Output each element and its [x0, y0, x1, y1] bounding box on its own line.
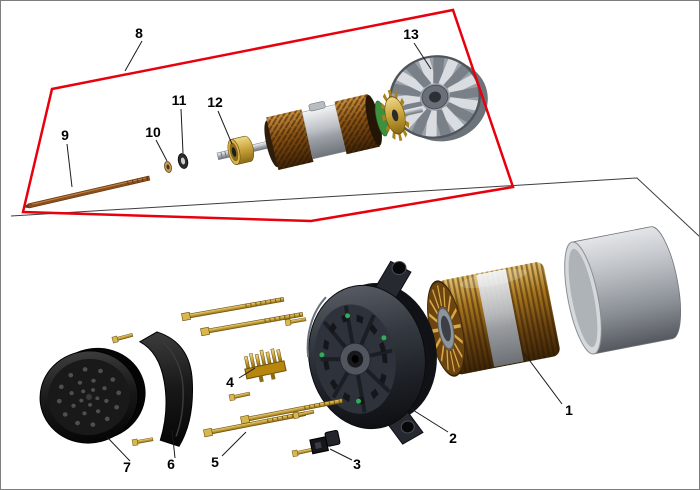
brush-holder	[309, 429, 341, 455]
part-label-4: 4	[226, 374, 234, 390]
leader-10	[155, 139, 168, 162]
leader-9	[66, 143, 73, 188]
part-label-7: 7	[123, 459, 131, 475]
part-label-3: 3	[353, 456, 361, 472]
leader-11	[180, 108, 184, 154]
perspective-box-lines	[10, 177, 699, 237]
part-label-8: 8	[135, 25, 143, 41]
part-label-6: 6	[167, 456, 175, 472]
stator	[427, 262, 560, 377]
part-label-2: 2	[449, 430, 457, 446]
cover-plate	[138, 331, 194, 447]
part-label-11: 11	[171, 92, 187, 108]
leader-lines	[66, 40, 563, 462]
housing-screw-dots	[319, 313, 387, 404]
cooling-fan	[388, 54, 488, 142]
bearing	[227, 135, 255, 166]
part-label-1: 1	[565, 402, 573, 418]
part-label-5: 5	[211, 454, 219, 470]
washer	[164, 161, 172, 173]
front-housing-bracket	[306, 260, 437, 445]
leader-7	[106, 436, 131, 462]
rotor-shaft-part	[22, 175, 151, 209]
leader-13	[413, 42, 432, 70]
leader-2	[396, 399, 449, 433]
leader-3	[329, 448, 353, 461]
highlight-box	[21, 8, 515, 223]
spline-gear	[381, 89, 410, 142]
leader-6	[171, 429, 176, 459]
part-label-10: 10	[145, 124, 161, 140]
leader-12	[217, 110, 233, 145]
part-label-13: 13	[403, 26, 419, 42]
leader-4	[238, 367, 256, 379]
leader-5	[221, 431, 247, 457]
leader-8	[124, 40, 143, 72]
rear-end-cover	[564, 226, 682, 355]
part-label-12: 12	[207, 94, 223, 110]
rotor-assembly	[216, 89, 424, 171]
rectifier-block	[244, 348, 287, 383]
leader-1	[523, 352, 563, 405]
rear-black-cover	[39, 347, 146, 444]
part-label-9: 9	[61, 127, 69, 143]
retaining-ring	[177, 153, 189, 169]
